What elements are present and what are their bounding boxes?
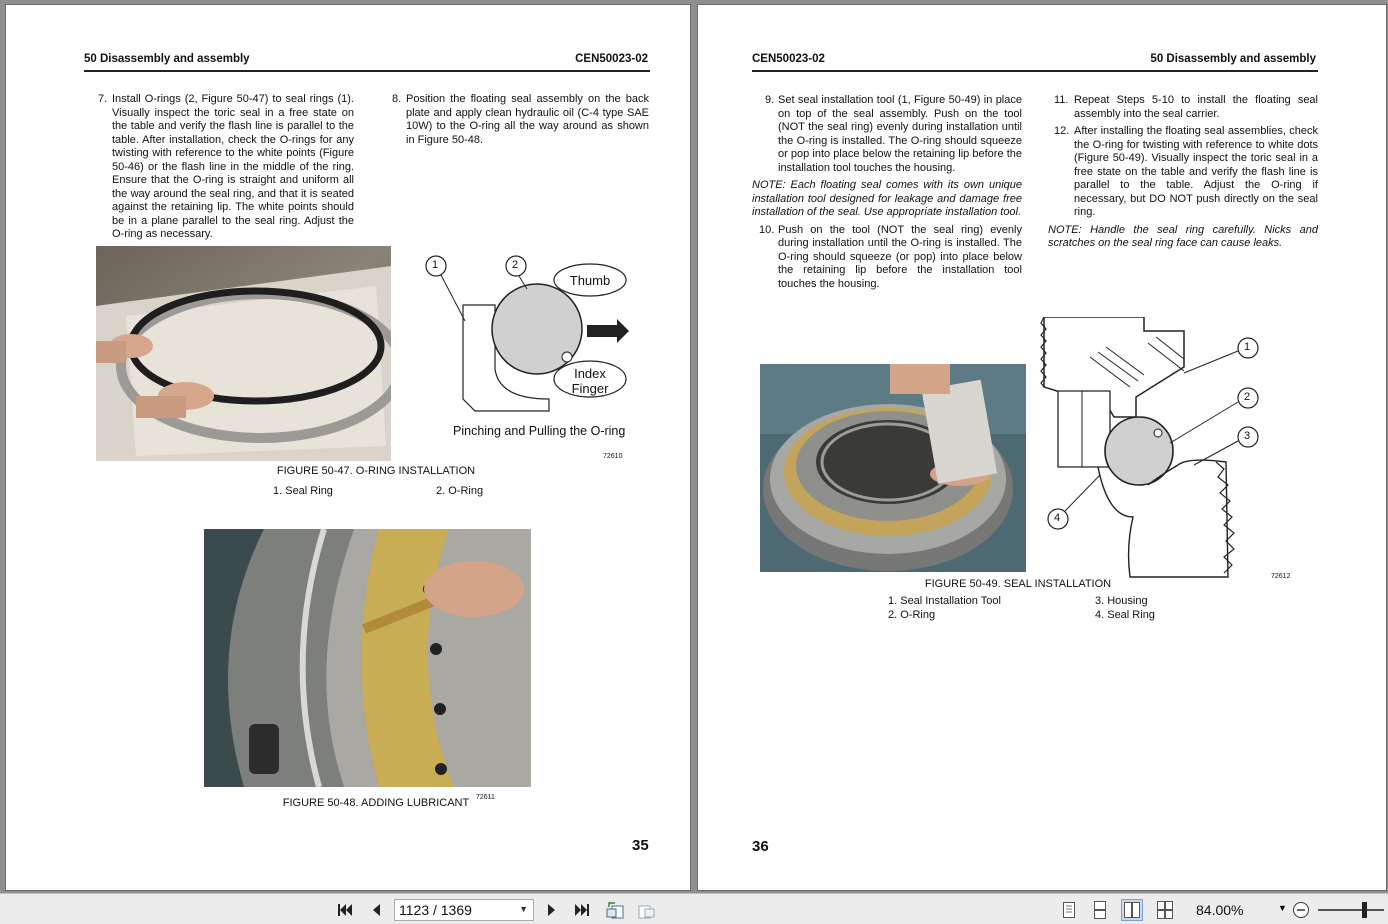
page-35: 50 Disassembly and assembly CEN50023-02 … [5, 4, 691, 891]
legend-o-ring: 2. O-Ring [436, 485, 484, 497]
single-continuous-icon [1094, 901, 1106, 919]
two-page-view-button[interactable] [1121, 899, 1143, 921]
page-number: 36 [752, 838, 769, 855]
next-view-icon [638, 905, 655, 919]
first-page-button[interactable] [334, 899, 356, 921]
legend-left: 1. Seal Installation Tool 2. O-Ring [888, 595, 1001, 622]
label-thumb: Thumb [569, 273, 611, 288]
two-page-icon [1124, 902, 1140, 918]
last-page-icon [575, 904, 589, 916]
previous-view-button[interactable] [604, 899, 626, 921]
step-number: 7. [98, 93, 108, 105]
figure-code-72610: 72610 [603, 453, 623, 460]
diagram-pinch-pull: 1 2 Thumb Index Finger Pinching and Pull… [421, 249, 651, 444]
zoom-out-icon [1293, 902, 1309, 918]
legend-o-ring: 2. O-Ring [888, 608, 936, 621]
legend-housing: 3. Housing [1095, 595, 1148, 607]
single-page-view-button[interactable] [1058, 899, 1080, 921]
photo-oring-installation [96, 246, 391, 461]
step-text: Set seal installation tool (1, Figure 50… [778, 94, 1022, 174]
step-text: Position the floating seal assembly on t… [406, 93, 649, 146]
zoom-level[interactable]: 84.00% [1196, 902, 1244, 918]
step-number: 10. [759, 223, 775, 236]
step-text: Push on the tool (NOT the seal ring) eve… [778, 223, 1022, 290]
zoom-slider-track[interactable] [1318, 909, 1384, 911]
running-header-doc-id: CEN50023-02 [752, 53, 825, 65]
diagram-caption: Pinching and Pulling the O-ring [453, 424, 626, 438]
right-column-text: 11. Repeat Steps 5-10 to install the floa… [1048, 94, 1318, 255]
step-11: 11. Repeat Steps 5-10 to install the floa… [1048, 94, 1318, 121]
label-index: Index [574, 366, 606, 381]
prev-page-icon [373, 904, 380, 916]
callout-1: 1 [1244, 341, 1251, 353]
bottom-toolbar: 1123 / 1369 ▼ 84.00% ▼ [0, 893, 1388, 924]
running-header-section: 50 Disassembly and assembly [1150, 53, 1316, 65]
running-header-section: 50 Disassembly and assembly [84, 53, 250, 65]
legend-seal-installation-tool: 1. Seal Installation Tool [888, 595, 1001, 607]
step-10: 10.Push on the tool (NOT the seal ring) … [752, 224, 1022, 292]
figure-code-72612: 72612 [1271, 573, 1291, 580]
photo-seal-installation [760, 364, 1026, 572]
step-8: 8. Position the floating seal assembly on… [392, 93, 649, 151]
legend-right: 3. Housing 4. Seal Ring [1095, 595, 1155, 622]
step-text: Repeat Steps 5-10 to install the floatin… [1074, 94, 1318, 120]
figure-50-48-caption: FIGURE 50-48. ADDING LUBRICANT [282, 797, 470, 809]
callout-3: 3 [1244, 430, 1251, 442]
step-text: Install O-rings (2, Figure 50-47) to sea… [112, 93, 354, 240]
zoom-slider-thumb[interactable] [1362, 902, 1367, 918]
single-page-icon [1063, 902, 1075, 918]
figure-50-47-caption: FIGURE 50-47. O-RING INSTALLATION [276, 465, 476, 477]
two-page-continuous-view-button[interactable] [1154, 899, 1176, 921]
previous-view-icon [606, 902, 624, 919]
page-indicator: 1123 / 1369 [399, 902, 472, 918]
header-rule [84, 70, 650, 72]
running-header-doc-id: CEN50023-02 [575, 53, 648, 65]
page-36: CEN50023-02 50 Disassembly and assembly … [697, 4, 1387, 891]
callout-4: 4 [1054, 512, 1061, 524]
first-page-icon [338, 904, 352, 916]
step-number: 9. [765, 94, 775, 106]
step-7: 7. Install O-rings (2, Figure 50-47) to s… [98, 93, 354, 246]
next-page-button[interactable] [541, 899, 563, 921]
note-unique-tool: NOTE: Each floating seal comes with its … [752, 179, 1022, 218]
figure-code-72611: 72611 [476, 794, 495, 801]
two-continuous-icon [1157, 901, 1173, 919]
next-view-button[interactable] [636, 899, 658, 921]
page-number: 35 [632, 837, 649, 854]
continuous-view-button[interactable] [1089, 899, 1111, 921]
callout-2: 2 [1244, 391, 1251, 403]
page-number-field[interactable]: 1123 / 1369 ▼ [394, 899, 534, 921]
chevron-down-icon: ▼ [519, 904, 528, 914]
label-finger: Finger [571, 381, 609, 396]
step-number: 11. [1054, 94, 1069, 106]
zoom-out-button[interactable] [1290, 899, 1312, 921]
previous-page-button[interactable] [365, 899, 387, 921]
step-9: 9.Set seal installation tool (1, Figure … [752, 94, 1022, 175]
diagram-seal-cross-section: 1 2 3 4 [1038, 316, 1288, 585]
document-viewer[interactable]: 50 Disassembly and assembly CEN50023-02 … [0, 0, 1388, 893]
legend-seal-ring: 4. Seal Ring [1095, 608, 1155, 621]
step-text: After installing the floating seal assem… [1074, 125, 1318, 218]
last-page-button[interactable] [571, 899, 593, 921]
step-number: 12. [1054, 125, 1070, 137]
callout-2: 2 [512, 259, 519, 271]
callout-1: 1 [432, 259, 439, 271]
step-12: 12. After installing the floating seal as… [1048, 125, 1318, 220]
note-handle-carefully: NOTE: Handle the seal ring carefully. Ni… [1048, 223, 1318, 250]
next-page-icon [548, 904, 555, 916]
header-rule [752, 70, 1318, 72]
zoom-dropdown-icon[interactable]: ▼ [1278, 903, 1287, 913]
left-column-text: 9.Set seal installation tool (1, Figure … [752, 94, 1022, 295]
legend-seal-ring: 1. Seal Ring [273, 485, 333, 497]
photo-adding-lubricant [204, 529, 531, 787]
step-number: 8. [392, 93, 402, 105]
figure-50-49-caption: FIGURE 50-49. SEAL INSTALLATION [924, 578, 1112, 590]
label-index-finger: Index Finger [569, 366, 611, 396]
